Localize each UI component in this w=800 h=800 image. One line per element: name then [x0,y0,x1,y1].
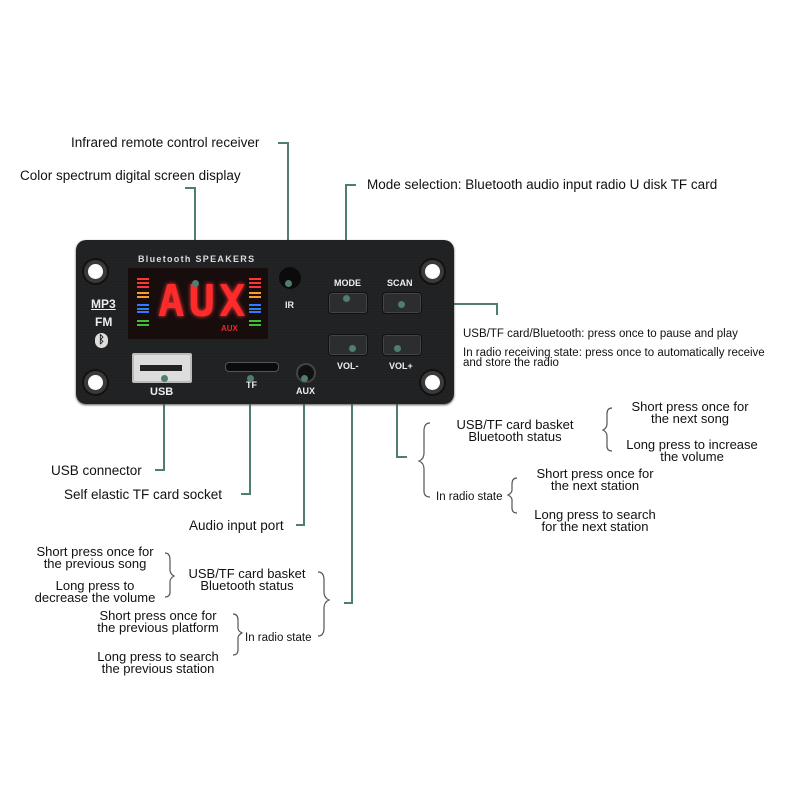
ir-callout-dot [285,280,292,287]
vol-minus-radio-brace [232,613,244,656]
tf-label: TF [246,380,257,390]
mp3-module-panel: Bluetooth SPEAKERS AUX AUX MP3 FM ᛒ IR M… [76,240,454,404]
tf-card-slot[interactable] [225,362,279,372]
vol-plus-label: VOL+ [389,361,413,371]
mode-selection-label: Mode selection: Bluetooth audio input ra… [367,177,718,192]
mount-hole [84,260,107,283]
vol-minus-main-brace [317,571,331,637]
spectrum-bar-right-blue [249,304,261,306]
display-callout-dot [192,280,199,287]
display-aux-indicator: AUX [221,324,238,333]
vol-plus-radio-brace [506,477,518,514]
bluetooth-icon: ᛒ [95,333,108,348]
spectrum-display: AUX AUX [128,268,268,339]
vol-minus-short-press: Short press once for the previous song [20,544,170,571]
vol-plus-long-press: Long press to increase the volume [612,437,772,464]
spectrum-bar-left-blue [137,304,149,306]
mount-hole [84,371,107,394]
ir-callout-line [278,142,289,283]
vol-minus-radio-long-line2: the previous station [101,661,215,676]
vol-minus-basket-label: USB/TF card basket Bluetooth status [172,566,322,593]
vol-minus-short-line2: the previous song [43,556,147,571]
usb-callout-dot [161,375,168,382]
vol-minus-long-press: Long press to decrease the volume [20,578,170,605]
vol-minus-radio-long-line1: Long press to search [97,649,219,664]
vol-plus-radio-long-line2: for the next station [541,519,649,534]
brand-text: Bluetooth SPEAKERS [138,254,256,264]
tf-callout-dot [247,375,254,382]
spectrum-bar-left-red [137,278,149,280]
spectrum-bar-right-red [249,278,261,280]
display-label: Color spectrum digital screen display [20,168,241,183]
spectrum-bar-right-green [249,320,261,322]
usb-callout-line [155,388,165,471]
scan-description-line1: USB/TF card/Bluetooth: press once to pau… [463,328,738,340]
mode-button[interactable] [328,292,368,314]
scan-label: SCAN [387,278,413,288]
spectrum-bar-left-green [137,320,149,322]
tf-socket-label: Self elastic TF card socket [64,487,223,502]
vol-plus-long-line1: Long press to increase [626,437,758,452]
mp3-logo: MP3 [91,297,116,311]
ir-receiver-label: Infrared remote control receiver [71,135,260,150]
vol-plus-usb-brace [601,407,613,452]
scan-callout-dot [398,301,405,308]
scan-description-line2a: In radio receiving state: press once to … [463,347,765,359]
vol-plus-short-line2: the next song [650,411,730,426]
vol-plus-basket-line1: USB/TF card basket [456,417,574,432]
vol-minus-top-brace [164,552,176,598]
vol-minus-label: VOL- [337,361,359,371]
vol-plus-main-brace [417,422,431,498]
vol-plus-long-line2: the volume [660,449,724,464]
usb-connector-label: USB connector [51,463,142,478]
vol-minus-basket-line1: USB/TF card basket [188,566,306,581]
vol-plus-button[interactable] [382,334,422,356]
vol-minus-radio-short-line1: Short press once for [99,608,217,623]
vol-plus-short-press: Short press once for the next song [610,399,770,426]
vol-minus-callout-line [344,349,353,604]
vol-minus-long-line1: Long press to [55,578,135,593]
vol-plus-radio-label: In radio state [436,491,503,503]
audio-input-label: Audio input port [189,518,284,533]
vol-plus-radio-short: Short press once for the next station [515,466,675,493]
vol-plus-short-line1: Short press once for [631,399,749,414]
ir-label: IR [285,300,294,310]
mount-hole [421,371,444,394]
tf-callout-line [241,386,251,495]
vol-minus-button[interactable] [328,334,368,356]
spectrum-bar-left-orange [137,292,149,294]
vol-minus-radio-long: Long press to search the previous statio… [83,649,233,676]
vol-plus-radio-long-line1: Long press to search [534,507,656,522]
vol-plus-radio-short-line2: the next station [550,478,640,493]
fm-logo: FM [95,315,113,329]
scan-description-line2b: and store the radio [463,357,559,369]
vol-minus-radio-short: Short press once for the previous platfo… [83,608,233,635]
vol-plus-radio-long: Long press to search for the next statio… [515,507,675,534]
vol-plus-basket-label: USB/TF card basket Bluetooth status [440,417,590,444]
segment-display-text: AUX [158,276,250,327]
vol-minus-callout-dot [349,345,356,352]
vol-minus-long-line2: decrease the volume [34,590,156,605]
vol-minus-basket-line2: Bluetooth status [200,578,294,593]
vol-minus-short-line1: Short press once for [36,544,154,559]
vol-minus-radio-short-line2: the previous platform [97,620,219,635]
aux-callout-line [296,380,305,526]
ir-receiver [279,267,301,289]
vol-plus-radio-short-line1: Short press once for [536,466,654,481]
aux-callout-dot [301,375,308,382]
vol-plus-basket-line2: Bluetooth status [468,429,562,444]
vol-minus-radio-label: In radio state [245,632,312,644]
spectrum-bar-right-orange [249,292,261,294]
aux-label: AUX [296,386,316,396]
usb-label: USB [150,386,174,398]
mode-callout-dot [343,295,350,302]
mount-hole [421,260,444,283]
mode-label: MODE [334,278,361,288]
vol-plus-callout-dot [394,345,401,352]
